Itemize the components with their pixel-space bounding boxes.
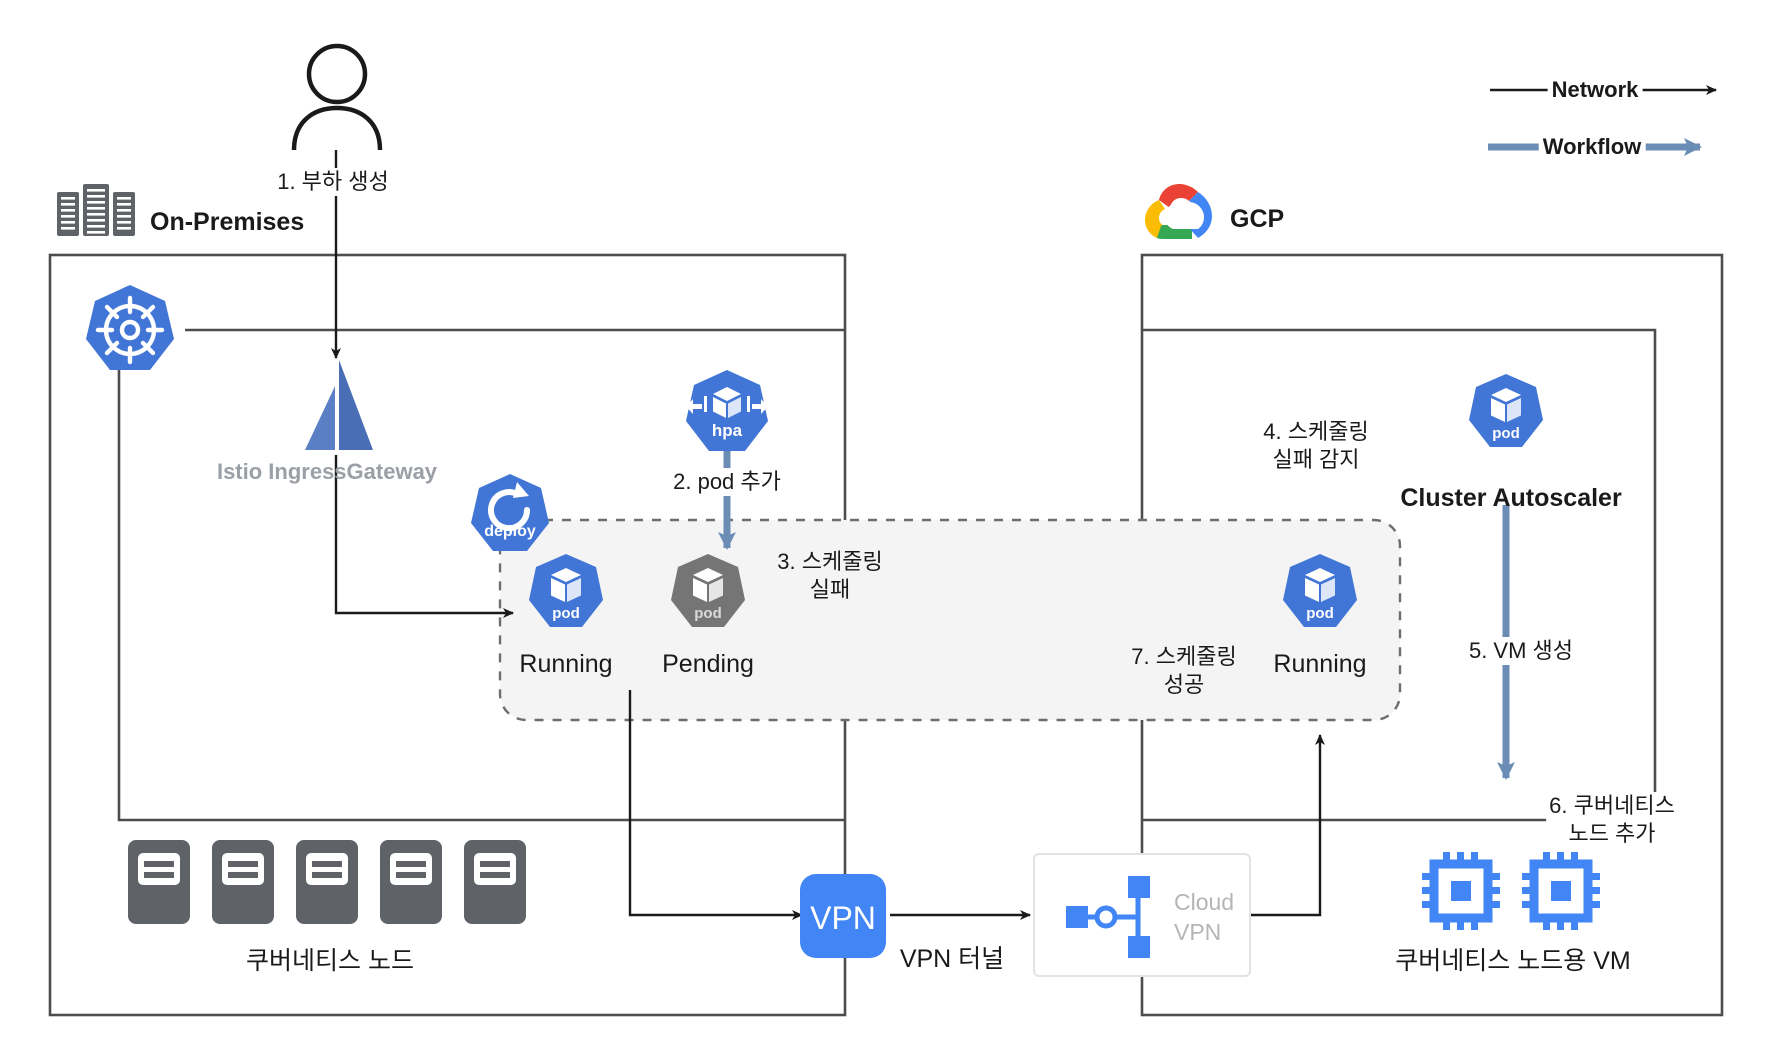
pod-running-1-icon: pod [523,552,609,643]
deployment-icon: deploy [465,472,555,567]
step5-label: 5. VM 생성 [1462,637,1580,666]
flow-cloudvpn-to-pod [1250,734,1325,917]
vpn-label-text: VPN [810,900,876,936]
step1-label: 1. 부하 생성 [274,168,392,197]
user-actor-icon [286,42,388,157]
legend-network-label: Network [1547,76,1643,105]
cluster-autoscaler-label: Cluster Autoscaler [1400,484,1622,512]
pod-running-2-icon: pod [1277,552,1363,643]
istio-sail-icon [297,358,377,459]
cloud-vpn-icon [1066,876,1150,958]
deploy-badge-text: deploy [484,523,536,540]
datacenter-icon [55,182,145,242]
node-vm-label: 쿠버네티스 노드용 VM [1395,947,1631,975]
pod-badge-text: pod [1492,425,1520,442]
pod-pending-icon: pod [665,552,751,643]
pod-running-2-label: Running [1273,650,1367,678]
pod-pending-label: Pending [662,650,754,678]
pod-badge-text: pod [694,605,722,622]
onprem-cluster-boundary [117,328,845,822]
cluster-autoscaler-icon: pod [1463,372,1549,463]
node-vm-group [1418,848,1608,943]
cloud-vpn-label-line2: VPN [1174,919,1221,945]
step2-label: 2. pod 추가 [670,468,784,497]
google-cloud-icon [1140,180,1218,247]
vpn-icon: VPN [798,872,888,965]
vpn-tunnel-label: VPN 터널 [899,945,1005,973]
k8s-nodes-label: 쿠버네티스 노드 [246,947,414,975]
istio-label: Istio IngressGateway [216,459,438,484]
cloud-vpn-box: Cloud VPN [1032,852,1252,983]
pod-scheduling-region [498,518,1402,722]
kubernetes-wheel-icon [80,282,180,387]
pod-running-1-label: Running [519,650,613,678]
hpa-icon: hpa [680,368,774,467]
legend-workflow-label: Workflow [1538,133,1646,162]
onprem-label: On-Premises [150,208,305,236]
pod-badge-text: pod [552,605,580,622]
pod-badge-text: pod [1306,605,1334,622]
gcp-label: GCP [1230,205,1285,233]
flow-pod-to-vpn [628,690,803,920]
k8s-node-group [128,840,528,935]
gcp-cluster-boundary [1142,328,1657,822]
hpa-badge-text: hpa [712,421,743,440]
flow-istio-to-pod [334,455,514,618]
cloud-vpn-label-line1: Cloud [1174,889,1234,915]
